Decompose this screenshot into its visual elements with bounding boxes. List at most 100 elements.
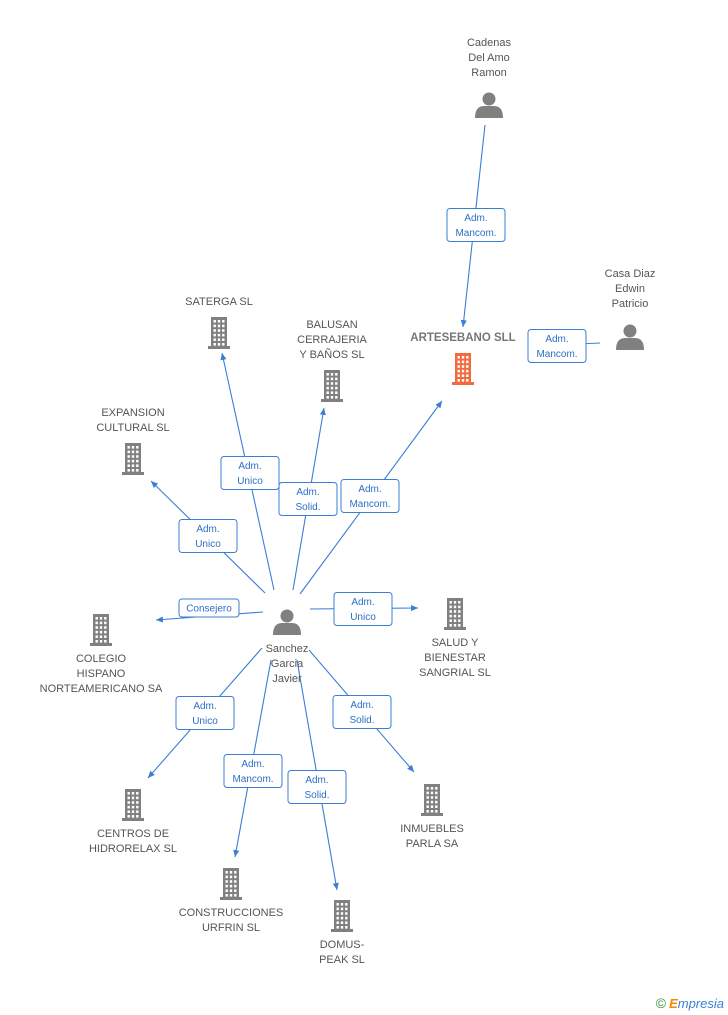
edge-cadenas-to-artesebano: Adm. Mancom. (446, 124, 506, 328)
edges-layer: Adm.Mancom.Adm.Mancom.Adm.UnicoAdm.Solid… (147, 124, 601, 891)
node-construcciones[interactable]: CONSTRUCCIONES URFRIN SL (179, 868, 284, 934)
edge-label-box[interactable] (223, 754, 283, 788)
node-saterga[interactable]: SATERGA SL (185, 296, 253, 349)
node-label: COLEGIO (76, 653, 127, 665)
node-label: SANGRIAL SL (419, 667, 491, 679)
edge-label-text: Solid. (349, 715, 374, 726)
edge-sanchez-to-inmuebles: Adm. Solid. (308, 649, 415, 773)
building-icon[interactable] (90, 614, 112, 646)
node-label: Garcia (271, 658, 304, 670)
edge-label-text: Adm. (305, 775, 328, 786)
edge-label-box[interactable] (178, 519, 238, 553)
building-icon[interactable] (331, 900, 353, 932)
brand-initial: E (669, 996, 678, 1011)
edge-label-box[interactable] (178, 598, 240, 618)
edge-sanchez-to-domus: Adm. Solid. (287, 659, 347, 891)
edge-label-box[interactable] (220, 456, 280, 490)
node-domus[interactable]: DOMUS- PEAK SL (319, 900, 365, 966)
node-expansion[interactable]: EXPANSION CULTURAL SL (96, 407, 170, 475)
node-label: Y BAÑOS SL (299, 348, 364, 361)
edge-label-text: Adm. (196, 524, 219, 535)
edge-sanchez-to-artesebano: Adm.Mancom. (299, 400, 443, 595)
node-label: DOMUS- (320, 939, 365, 951)
edge-label-box[interactable] (340, 479, 400, 513)
edge-label-text: Unico (350, 612, 376, 623)
edge-label-text: Mancom. (536, 349, 577, 360)
edge-sanchez-to-balusan: Adm.Solid. (278, 407, 338, 591)
edge-label-text: Adm. (358, 484, 381, 495)
node-label: Javier (272, 673, 302, 685)
node-label: BIENESTAR (424, 652, 486, 664)
edge-label-text: Adm. (193, 701, 216, 712)
node-label: URFRIN SL (202, 922, 260, 934)
edge-label-text: Unico (237, 476, 263, 487)
building-icon[interactable] (220, 868, 242, 900)
edge-label-box[interactable] (332, 695, 392, 729)
edge-casa-to-artesebano: Adm. Mancom. (527, 329, 601, 363)
edge-label-text: Unico (192, 716, 218, 727)
building-icon[interactable] (321, 370, 343, 402)
building-icon[interactable] (208, 317, 230, 349)
edge-sanchez-to-colegio: Consejero (155, 598, 264, 623)
building-icon[interactable] (122, 789, 144, 821)
edge-label-box[interactable] (527, 329, 587, 363)
person-icon[interactable] (475, 92, 503, 119)
node-label: CULTURAL SL (96, 422, 169, 434)
edge-label-text: Consejero (186, 604, 232, 615)
edge-sanchez-to-salud: Adm. Unico (309, 592, 419, 626)
node-label: Sanchez (266, 643, 309, 655)
node-label: SALUD Y (432, 637, 480, 649)
edge-label-text: Unico (195, 539, 221, 550)
copyright-symbol: © (655, 995, 667, 1011)
node-label: HISPANO (77, 668, 126, 680)
node-label: EXPANSION (101, 407, 164, 419)
node-artesebano[interactable]: ARTESEBANO SLL (410, 332, 516, 385)
building-icon[interactable] (122, 443, 144, 475)
edge-sanchez-to-construcciones: Adm.Mancom. (223, 659, 283, 858)
edge-label-text: Adm. (464, 213, 487, 224)
building-icon[interactable] (452, 353, 474, 385)
building-icon[interactable] (444, 598, 466, 630)
node-label: Patricio (612, 298, 649, 310)
edge-label-box[interactable] (333, 592, 393, 626)
node-label: Edwin (615, 283, 645, 295)
edge-sanchez-to-centros: Adm. Unico (147, 647, 263, 779)
edge-label-text: Adm. (351, 597, 374, 608)
edge-label-text: Solid. (304, 790, 329, 801)
node-label: CONSTRUCCIONES (179, 907, 284, 919)
node-label: Cadenas (467, 37, 512, 49)
edge-label-text: Mancom. (455, 228, 496, 239)
edge-label-box[interactable] (287, 770, 347, 804)
edge-label-text: Adm. (296, 487, 319, 498)
edge-label-text: Adm. (350, 700, 373, 711)
node-label: INMUEBLES (400, 823, 464, 835)
edge-label-box[interactable] (278, 482, 338, 516)
node-label: BALUSAN (306, 319, 357, 331)
building-icon[interactable] (421, 784, 443, 816)
node-label: CERRAJERIA (297, 334, 367, 346)
node-label: Ramon (471, 67, 506, 79)
edge-label-box[interactable] (175, 696, 235, 730)
edge-label-box[interactable] (446, 208, 506, 242)
node-balusan[interactable]: BALUSAN CERRAJERIA Y BAÑOS SL (297, 319, 367, 402)
brand-logo: ©Empresia (656, 995, 724, 1011)
person-icon[interactable] (273, 609, 301, 636)
edge-sanchez-to-expansion: Adm. Unico (150, 480, 266, 594)
node-salud[interactable]: SALUD Y BIENESTAR SANGRIAL SL (419, 598, 491, 679)
brand-name: mpresia (677, 996, 724, 1011)
edge-sanchez-to-saterga: Adm.Unico (220, 352, 280, 591)
edge-label-text: Adm. (545, 334, 568, 345)
node-label: PEAK SL (319, 954, 365, 966)
edge-label-text: Adm. (241, 759, 264, 770)
node-label: Del Amo (468, 52, 510, 64)
person-icon[interactable] (616, 324, 644, 351)
node-label: HIDRORELAX SL (89, 843, 177, 855)
